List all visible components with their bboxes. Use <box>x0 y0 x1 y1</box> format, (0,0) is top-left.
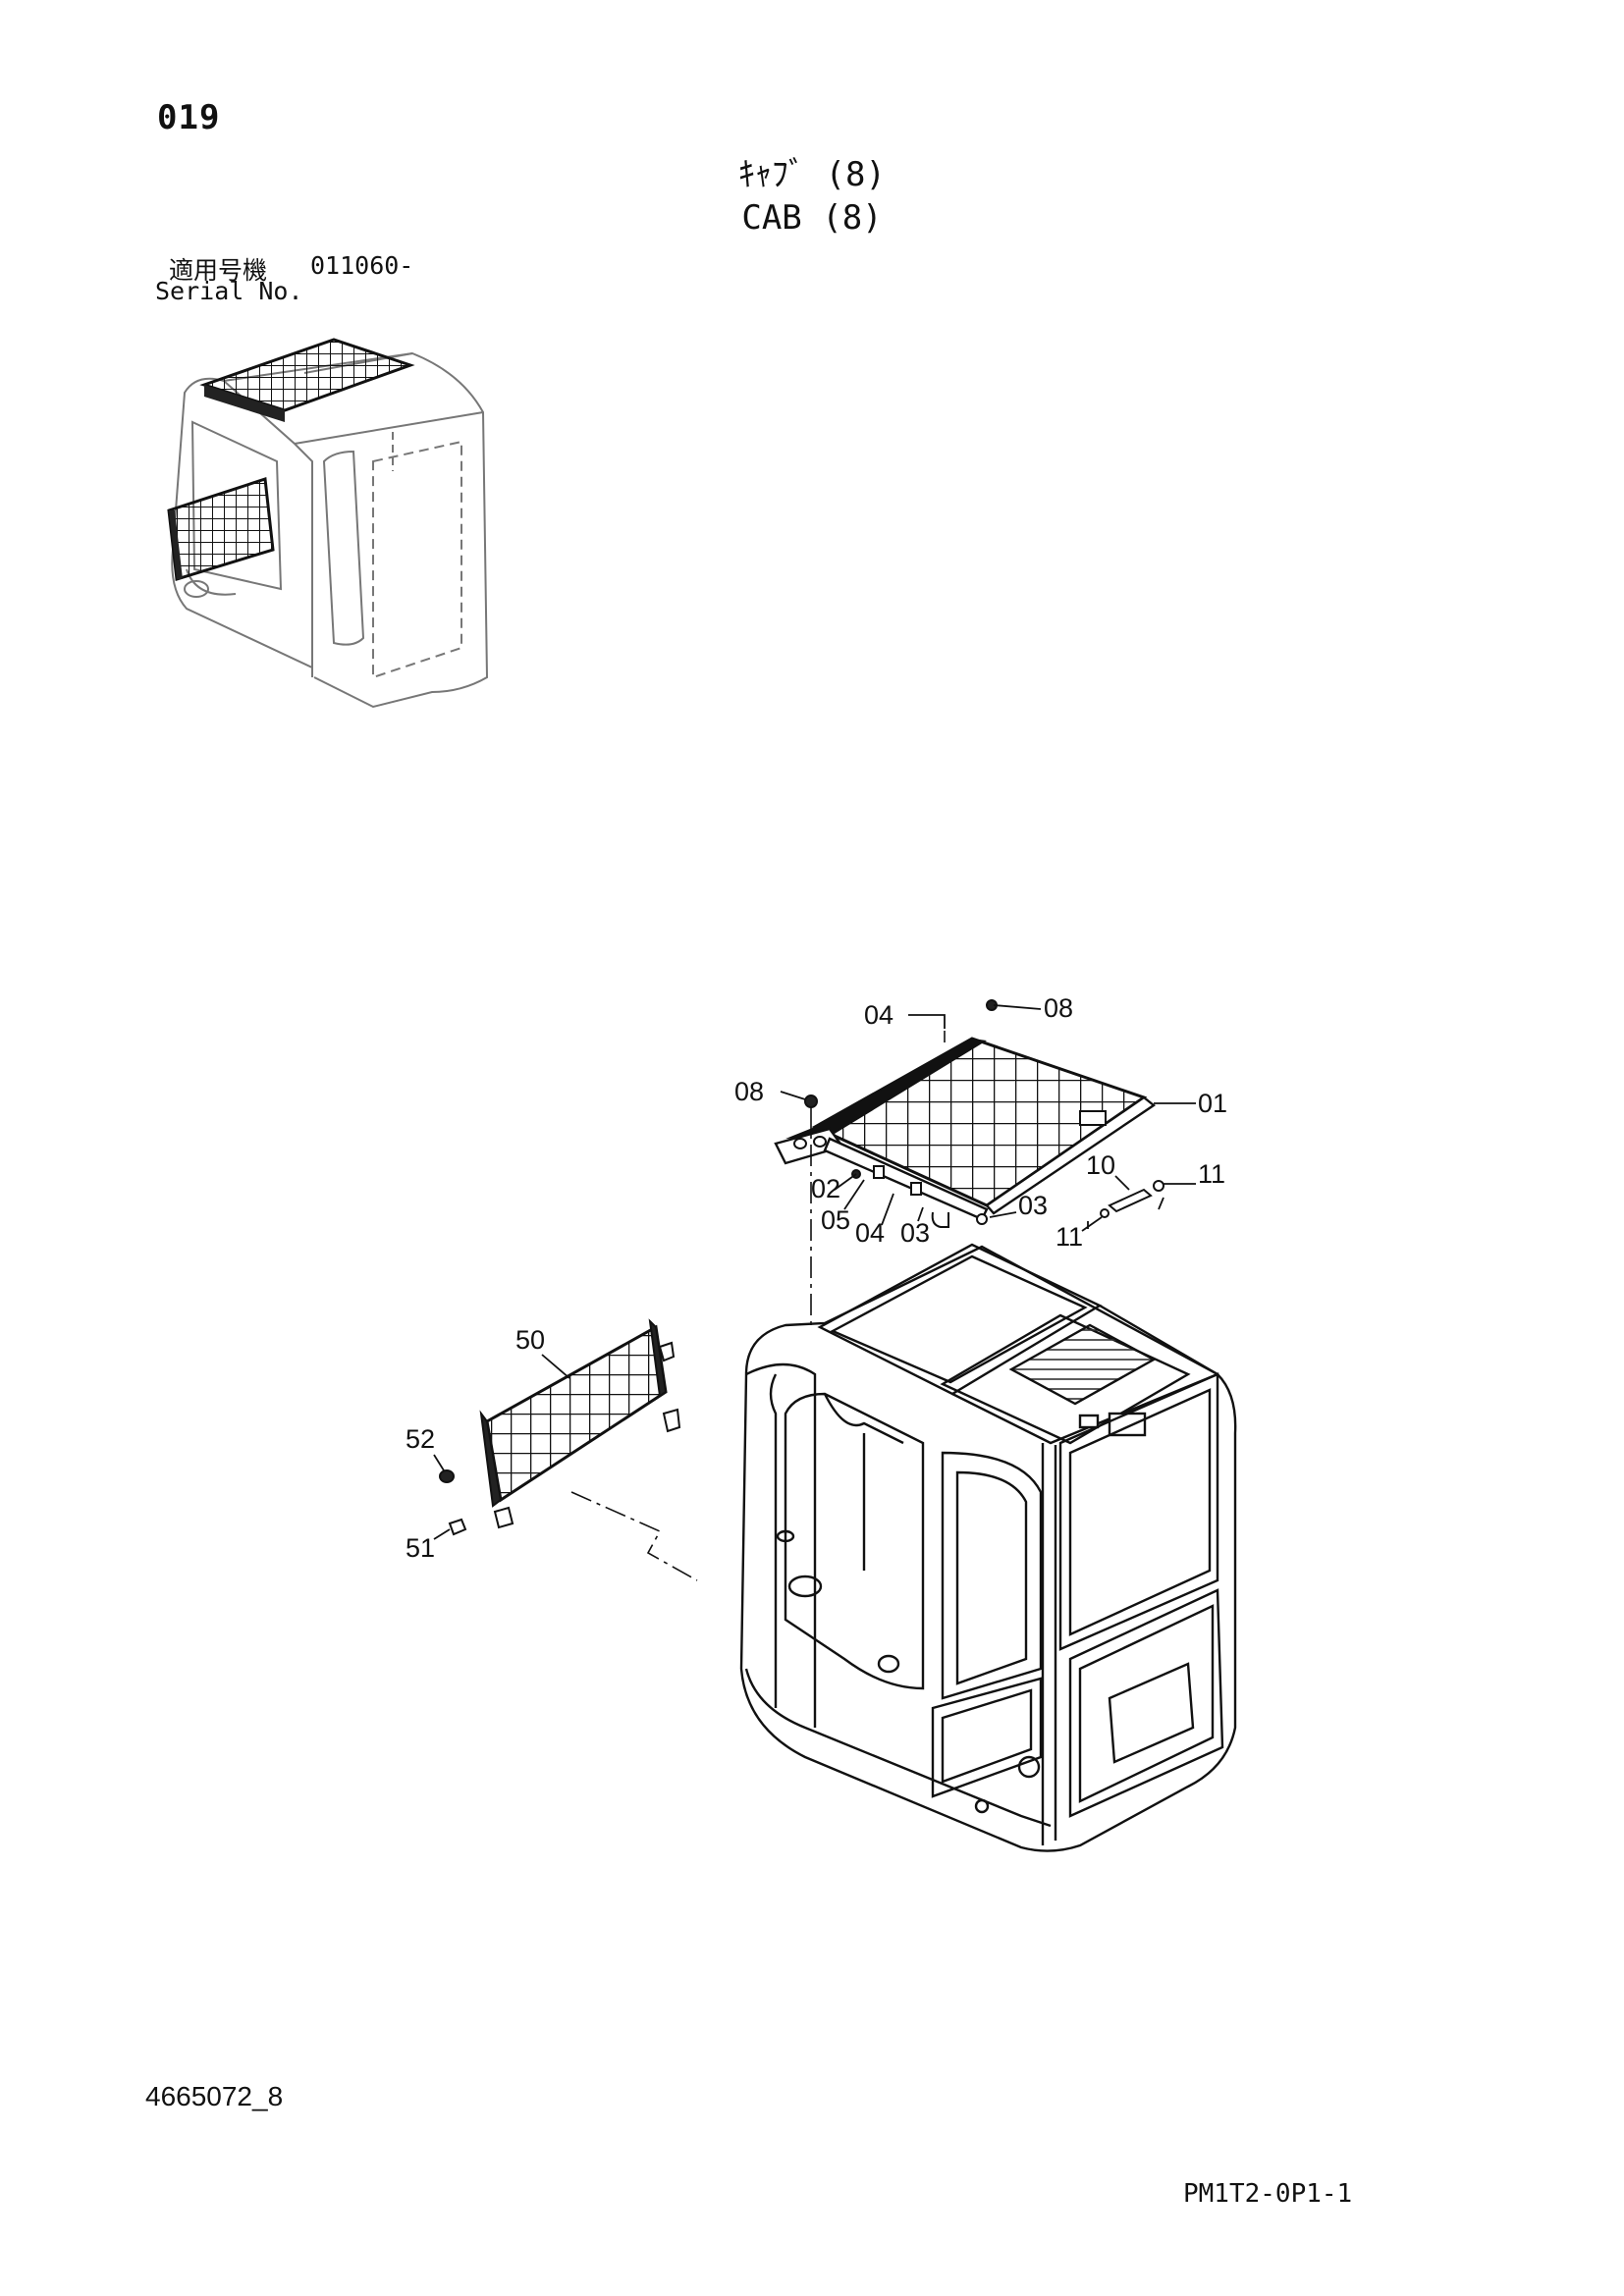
callout-50: 50 <box>515 1325 546 1355</box>
serial-label-japanese: 適用号機 <box>169 256 268 285</box>
assembly-center-lines <box>570 1031 946 1581</box>
callout-08-right: 08 <box>1044 993 1074 1023</box>
callout-04-top: 04 <box>864 1000 894 1030</box>
document-id: 4665072_8 <box>145 2081 284 2111</box>
callout-51: 51 <box>406 1533 436 1563</box>
front-guard-assembly <box>479 1318 681 1529</box>
main-cab-body <box>739 1243 1237 1852</box>
overview-front-guard <box>167 477 275 581</box>
page-title-japanese: ｷｬﾌﾞ (8) <box>738 155 886 194</box>
overview-top-guard <box>199 338 415 422</box>
callout-05: 05 <box>821 1205 851 1235</box>
callout-02: 02 <box>811 1174 841 1203</box>
page-number: 019 <box>157 98 221 137</box>
callout-08-left: 08 <box>734 1077 765 1106</box>
callout-04-low: 04 <box>855 1218 886 1248</box>
leader-lines <box>433 1004 1196 1540</box>
callout-10: 10 <box>1086 1150 1116 1180</box>
callout-03-right: 03 <box>1018 1191 1049 1220</box>
page-title-english: CAB (8) <box>741 198 883 238</box>
overview-cab-thumbnail <box>171 351 489 709</box>
front-guard-fasteners <box>439 1469 467 1536</box>
callout-11-lower: 11 <box>1056 1222 1084 1252</box>
callout-01: 01 <box>1198 1089 1228 1118</box>
serial-number-value: 011060- <box>310 251 414 280</box>
callout-03-low: 03 <box>900 1218 931 1248</box>
serial-label-english: Serial No. <box>155 277 303 305</box>
callout-11-upper: 11 <box>1198 1159 1226 1189</box>
sheet-code: PM1T2-0P1-1 <box>1183 2179 1353 2209</box>
top-guard-assembly <box>774 1037 1157 1228</box>
callout-52: 52 <box>406 1424 436 1454</box>
